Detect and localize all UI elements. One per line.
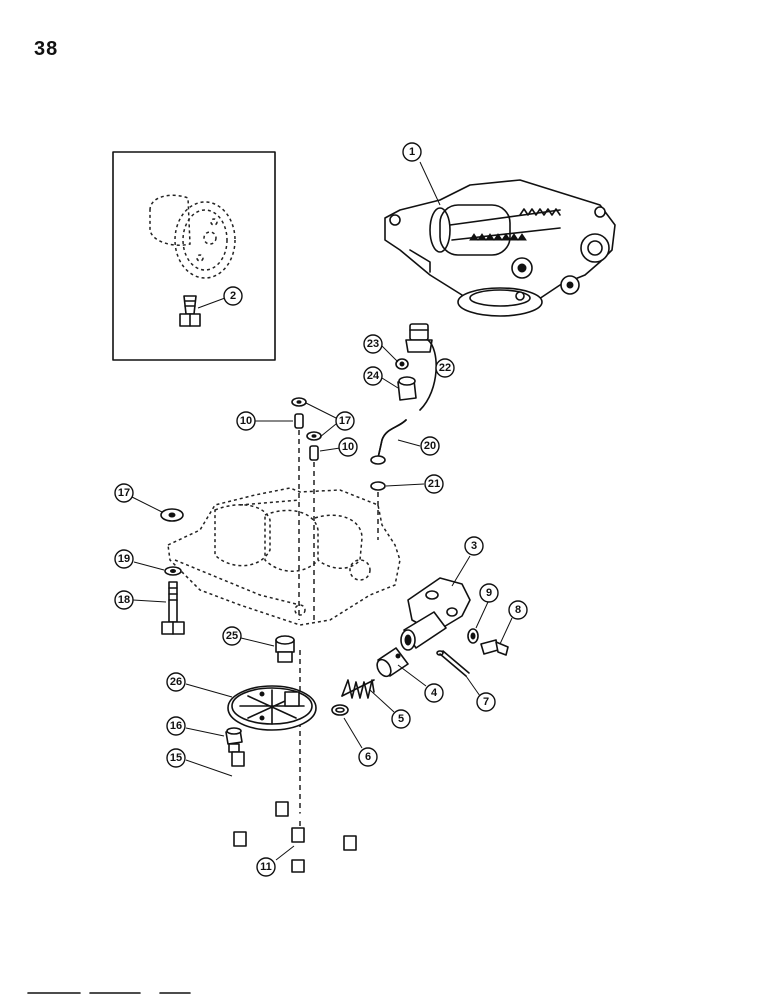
svg-text:18: 18	[118, 594, 130, 606]
callout-18: 18	[114, 590, 134, 610]
valve-body-part-3	[400, 577, 471, 651]
svg-text:16: 16	[170, 720, 182, 732]
washer-part-17-upper	[291, 397, 307, 407]
callout-24: 24	[363, 366, 383, 386]
svg-text:1: 1	[409, 146, 415, 158]
callout-23: 23	[363, 334, 383, 354]
washer-part-9	[467, 628, 479, 644]
tube-part-20	[370, 419, 407, 465]
nut-part-24	[397, 376, 417, 401]
callout-19: 19	[114, 549, 134, 569]
svg-text:6: 6	[365, 751, 371, 763]
callout-2: 2	[223, 286, 243, 306]
callout-17-left: 17	[114, 483, 134, 503]
callout-8: 8	[508, 600, 528, 620]
svg-text:17: 17	[339, 415, 351, 427]
svg-text:19: 19	[118, 553, 130, 565]
svg-text:2: 2	[230, 290, 236, 302]
spring-part-5	[341, 679, 375, 699]
callout-20: 20	[420, 436, 440, 456]
fitting-part-22	[405, 323, 433, 353]
washer-part-17-lower	[306, 431, 322, 441]
insert-part-23	[395, 358, 409, 370]
dowel-part-10-lower	[309, 445, 319, 461]
svg-text:7: 7	[483, 696, 489, 708]
svg-text:5: 5	[398, 713, 404, 725]
callout-6: 6	[358, 747, 378, 767]
inset-box	[112, 151, 276, 361]
bolt-part-2	[179, 295, 201, 327]
callout-22: 22	[435, 358, 455, 378]
callout-1: 1	[402, 142, 422, 162]
dowel-part-10-upper	[294, 413, 304, 429]
callout-11: 11	[256, 857, 276, 877]
svg-text:26: 26	[170, 676, 182, 688]
bolt-part-18	[161, 581, 185, 635]
phantom-housing	[167, 487, 401, 626]
inset-phantom-gear	[149, 194, 236, 279]
callout-21: 21	[424, 474, 444, 494]
svg-text:15: 15	[170, 752, 182, 764]
callout-9: 9	[479, 583, 499, 603]
svg-text:9: 9	[486, 587, 492, 599]
svg-text:25: 25	[226, 630, 238, 642]
svg-text:20: 20	[424, 440, 436, 452]
bolt-part-8	[480, 639, 509, 656]
svg-text:3: 3	[471, 540, 477, 552]
lockwasher-part-19	[164, 566, 182, 576]
callout-7: 7	[476, 692, 496, 712]
plug-part-25	[275, 635, 295, 663]
callout-15: 15	[166, 748, 186, 768]
plug-part-6	[331, 704, 349, 716]
callout-3: 3	[464, 536, 484, 556]
washer-part-17-left	[160, 508, 184, 522]
piston-part-4	[376, 647, 409, 678]
svg-text:24: 24	[367, 370, 380, 382]
svg-text:23: 23	[367, 338, 379, 350]
oil-pump-assembly-part-1	[384, 179, 616, 317]
svg-text:4: 4	[431, 687, 438, 699]
oil-line-part-15	[189, 751, 364, 873]
fitting-part-16	[225, 727, 243, 753]
callout-17-right: 17	[335, 411, 355, 431]
callout-10-lower: 10	[338, 437, 358, 457]
svg-text:17: 17	[118, 487, 130, 499]
svg-text:22: 22	[439, 362, 451, 374]
cotter-pin-part-7	[436, 650, 470, 677]
callout-10-upper: 10	[236, 411, 256, 431]
callout-25: 25	[222, 626, 242, 646]
svg-text:10: 10	[342, 441, 354, 453]
svg-text:21: 21	[428, 478, 440, 490]
screen-part-26	[227, 685, 317, 731]
o-ring-part-21	[370, 481, 386, 491]
page-number: 38	[34, 38, 59, 60]
callout-16: 16	[166, 716, 186, 736]
svg-text:8: 8	[515, 604, 521, 616]
callout-26: 26	[166, 672, 186, 692]
svg-text:11: 11	[260, 861, 272, 873]
callout-5: 5	[391, 709, 411, 729]
callout-4: 4	[424, 683, 444, 703]
svg-text:10: 10	[240, 415, 252, 427]
